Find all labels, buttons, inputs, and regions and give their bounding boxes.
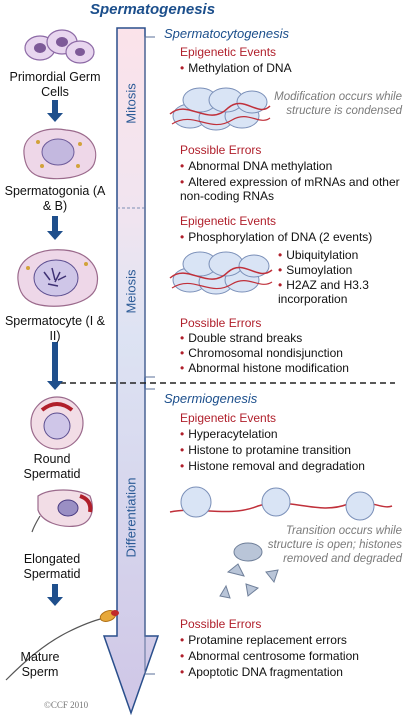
spermatocyte-illustration <box>17 249 98 307</box>
spermiogenesis-event-item: •Histone removal and degradation <box>180 459 365 473</box>
phase-meiosis: Meiosis <box>123 269 139 314</box>
meiosis-error-item: •Abnormal histone modification <box>180 361 349 375</box>
stage-primordial-germ-cells: Primordial Germ Cells <box>9 70 101 99</box>
mitosis-errors-heading: Possible Errors <box>180 143 262 157</box>
section-title-spermatocytogenesis: Spermatocytogenesis <box>164 26 290 41</box>
phase-separator <box>60 382 395 384</box>
copyright-notice: ©CCF 2010 <box>44 700 89 710</box>
arrow-down-icon <box>47 584 63 606</box>
meiosis-error-item: •Chromosomal nondisjunction <box>180 346 343 360</box>
meiosis-error-item: •Double strand breaks <box>180 331 303 345</box>
elongated-spermatid-illustration <box>31 489 93 533</box>
meiosis-event-item: •Ubiquitylation <box>278 248 359 262</box>
arrow-down-icon <box>47 216 63 240</box>
round-spermatid-illustration <box>30 396 84 450</box>
spermiogenesis-note: Transition occurs while structure is ope… <box>267 525 402 565</box>
diagram-title: Spermatogenesis <box>90 1 216 18</box>
condensed-chromatin-illustration <box>169 251 273 295</box>
mitosis-error-item: •Abnormal DNA methylation <box>180 159 333 173</box>
meiosis-event-item: •H2AZ and H3.3 incorporation <box>278 278 369 306</box>
spermiogenesis-event-item: •Hyperacytelation <box>180 427 278 441</box>
arrow-down-icon <box>47 342 63 390</box>
spermiogenesis-error-item: •Apoptotic DNA fragmentation <box>180 665 343 679</box>
mitosis-events-heading: Epigenetic Events <box>180 45 277 59</box>
spermiogenesis-error-item: •Protamine replacement errors <box>180 633 347 647</box>
spermiogenesis-events-heading: Epigenetic Events <box>180 411 277 425</box>
mitosis-error-item: •Altered expression of mRNAs and other n… <box>180 175 400 203</box>
stage-spermatogonia: Spermatogonia (A & B) <box>4 184 106 213</box>
open-chromatin-illustration <box>169 486 393 599</box>
phase-differentiation: Differentiation <box>123 477 139 558</box>
mitosis-note: Modification occurs while structure is c… <box>274 91 402 117</box>
mature-sperm-illustration <box>5 610 119 681</box>
bracket-spermiogenesis <box>144 388 155 675</box>
meiosis-event-item: •Phosphorylation of DNA (2 events) <box>180 230 373 244</box>
spermatogonia-illustration <box>23 128 97 180</box>
spermiogenesis-errors-heading: Possible Errors <box>180 617 262 631</box>
mitosis-event-item: •Methylation of DNA <box>180 61 292 75</box>
primordial-germ-cells-illustration <box>24 29 95 64</box>
stage-round-spermatid: Round Spermatid <box>23 452 81 481</box>
stage-spermatocyte: Spermatocyte (I & II) <box>4 314 106 343</box>
spermiogenesis-event-item: •Histone to protamine transition <box>180 443 351 457</box>
meiosis-errors-heading: Possible Errors <box>180 316 262 330</box>
meiosis-event-item: •Sumoylation <box>278 263 353 277</box>
stage-elongated-spermatid: Elongated Spermatid <box>23 552 81 581</box>
meiosis-events-heading: Epigenetic Events <box>180 214 277 228</box>
condensed-chromatin-illustration <box>169 87 271 131</box>
bracket-spermatocytogenesis <box>144 36 155 378</box>
spermiogenesis-error-item: •Abnormal centrosome formation <box>180 649 359 663</box>
phase-mitosis: Mitosis <box>123 83 139 124</box>
section-title-spermiogenesis: Spermiogenesis <box>164 391 258 406</box>
arrow-down-icon <box>47 100 63 122</box>
stage-mature-sperm: Mature Sperm <box>20 650 60 679</box>
